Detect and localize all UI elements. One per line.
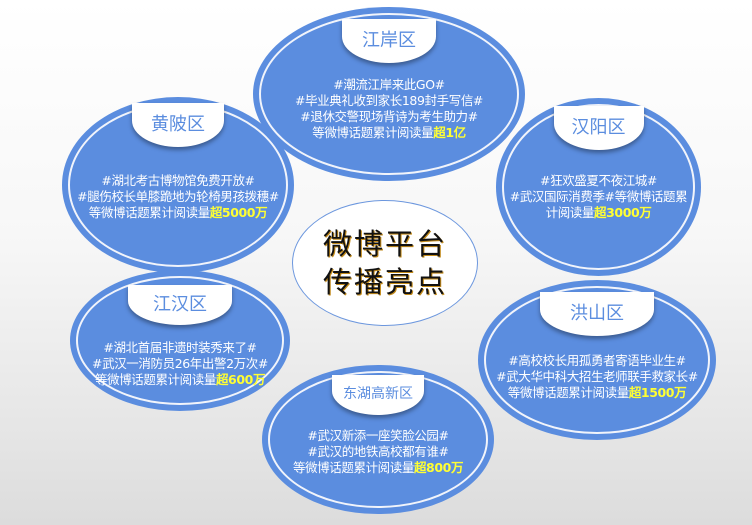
district-label-tab: 东湖高新区: [332, 375, 424, 415]
topic-line: #高校校长用孤勇者寄语毕业生#: [508, 353, 686, 368]
district-label-tab: 汉阳区: [553, 106, 644, 150]
district-topics: #湖北考古博物馆免费开放# #腿伤校长单膝跪地为轮椅男孩拨穗# 等微博话题累计阅…: [62, 173, 294, 221]
district-label-tab: 江岸区: [342, 19, 436, 63]
readership-summary: 等微博话题累计阅读量超800万: [292, 460, 464, 475]
district-bubble-jiangan: 江岸区 #潮流江岸来此GO# #毕业典礼收到家长189封手写信# #退休交警现场…: [253, 7, 525, 181]
readership-highlight: 超1亿: [433, 125, 466, 140]
district-label-tab: 黄陂区: [132, 103, 224, 147]
district-name: 东湖高新区: [343, 386, 413, 402]
district-topics: #武汉新添一座笑脸公园# #武汉的地铁高校都有谁# 等微博话题累计阅读量超800…: [262, 428, 494, 476]
readership-summary: 计阅读量超3000万: [545, 205, 652, 220]
center-title-line-2: 传播亮点: [322, 265, 447, 299]
district-name: 江汉区: [153, 294, 207, 315]
district-topics: #高校校长用孤勇者寄语毕业生# #武大华中科大招生老师联手救家长# 等微博话题累…: [478, 353, 716, 401]
readership-highlight: 超600万: [215, 372, 266, 387]
topic-line: #腿伤校长单膝跪地为轮椅男孩拨穗#: [77, 189, 279, 204]
topic-line: #湖北首届非遗时装秀来了#: [103, 340, 257, 355]
district-bubble-huangpi: 黄陂区 #湖北考古博物馆免费开放# #腿伤校长单膝跪地为轮椅男孩拨穗# 等微博话…: [62, 97, 294, 273]
district-topics: #湖北首届非遗时装秀来了# #武汉一消防员26年出警2万次# 等微博话题累计阅读…: [70, 340, 290, 388]
center-title-line-1: 微博平台: [322, 227, 447, 261]
topic-line: #潮流江岸来此GO#: [333, 77, 445, 92]
readership-highlight: 超3000万: [594, 205, 652, 220]
topic-line: #退休交警现场背诗为考生助力#: [300, 109, 478, 124]
readership-summary: 等微博话题累计阅读量超1亿: [312, 125, 466, 140]
topic-line: #毕业典礼收到家长189封手写信#: [294, 93, 483, 108]
readership-summary: 等微博话题累计阅读量超600万: [94, 372, 266, 387]
district-bubble-hanyang: 汉阳区 #狂欢盛夏不夜江城# #武汉国际消费季#等微博话题累 计阅读量超3000…: [496, 98, 701, 276]
readership-highlight: 超5000万: [209, 205, 268, 220]
district-label-tab: 洪山区: [540, 292, 654, 336]
district-topics: #狂欢盛夏不夜江城# #武汉国际消费季#等微博话题累 计阅读量超3000万: [496, 173, 701, 221]
district-bubble-donghu: 东湖高新区 #武汉新添一座笑脸公园# #武汉的地铁高校都有谁# 等微博话题累计阅…: [262, 365, 494, 514]
district-name: 黄陂区: [151, 114, 205, 135]
topic-line: #武大华中科大招生老师联手救家长#: [496, 369, 698, 384]
district-bubble-jianghan: 江汉区 #湖北首届非遗时装秀来了# #武汉一消防员26年出警2万次# 等微博话题…: [70, 270, 290, 411]
district-name: 江岸区: [362, 30, 416, 51]
topic-line: #武汉新添一座笑脸公园#: [307, 428, 449, 443]
center-title-ellipse: 微博平台 传播亮点: [292, 200, 478, 326]
topic-line: #武汉一消防员26年出警2万次#: [92, 356, 268, 371]
district-name: 汉阳区: [571, 117, 626, 138]
topic-line: #武汉的地铁高校都有谁#: [307, 444, 449, 459]
district-bubble-hongshan: 洪山区 #高校校长用孤勇者寄语毕业生# #武大华中科大招生老师联手救家长# 等微…: [478, 280, 716, 440]
readership-summary: 等微博话题累计阅读量超1500万: [507, 385, 687, 400]
readership-highlight: 超800万: [413, 460, 464, 475]
district-label-tab: 江汉区: [128, 285, 232, 325]
topic-line: #湖北考古博物馆免费开放#: [101, 173, 255, 188]
topic-line: #武汉国际消费季#等微博话题累: [509, 189, 688, 204]
readership-highlight: 超1500万: [628, 385, 687, 400]
district-name: 洪山区: [570, 303, 624, 324]
readership-summary: 等微博话题累计阅读量超5000万: [88, 205, 268, 220]
topic-line: #狂欢盛夏不夜江城#: [540, 173, 657, 188]
district-topics: #潮流江岸来此GO# #毕业典礼收到家长189封手写信# #退休交警现场背诗为考…: [253, 77, 525, 141]
